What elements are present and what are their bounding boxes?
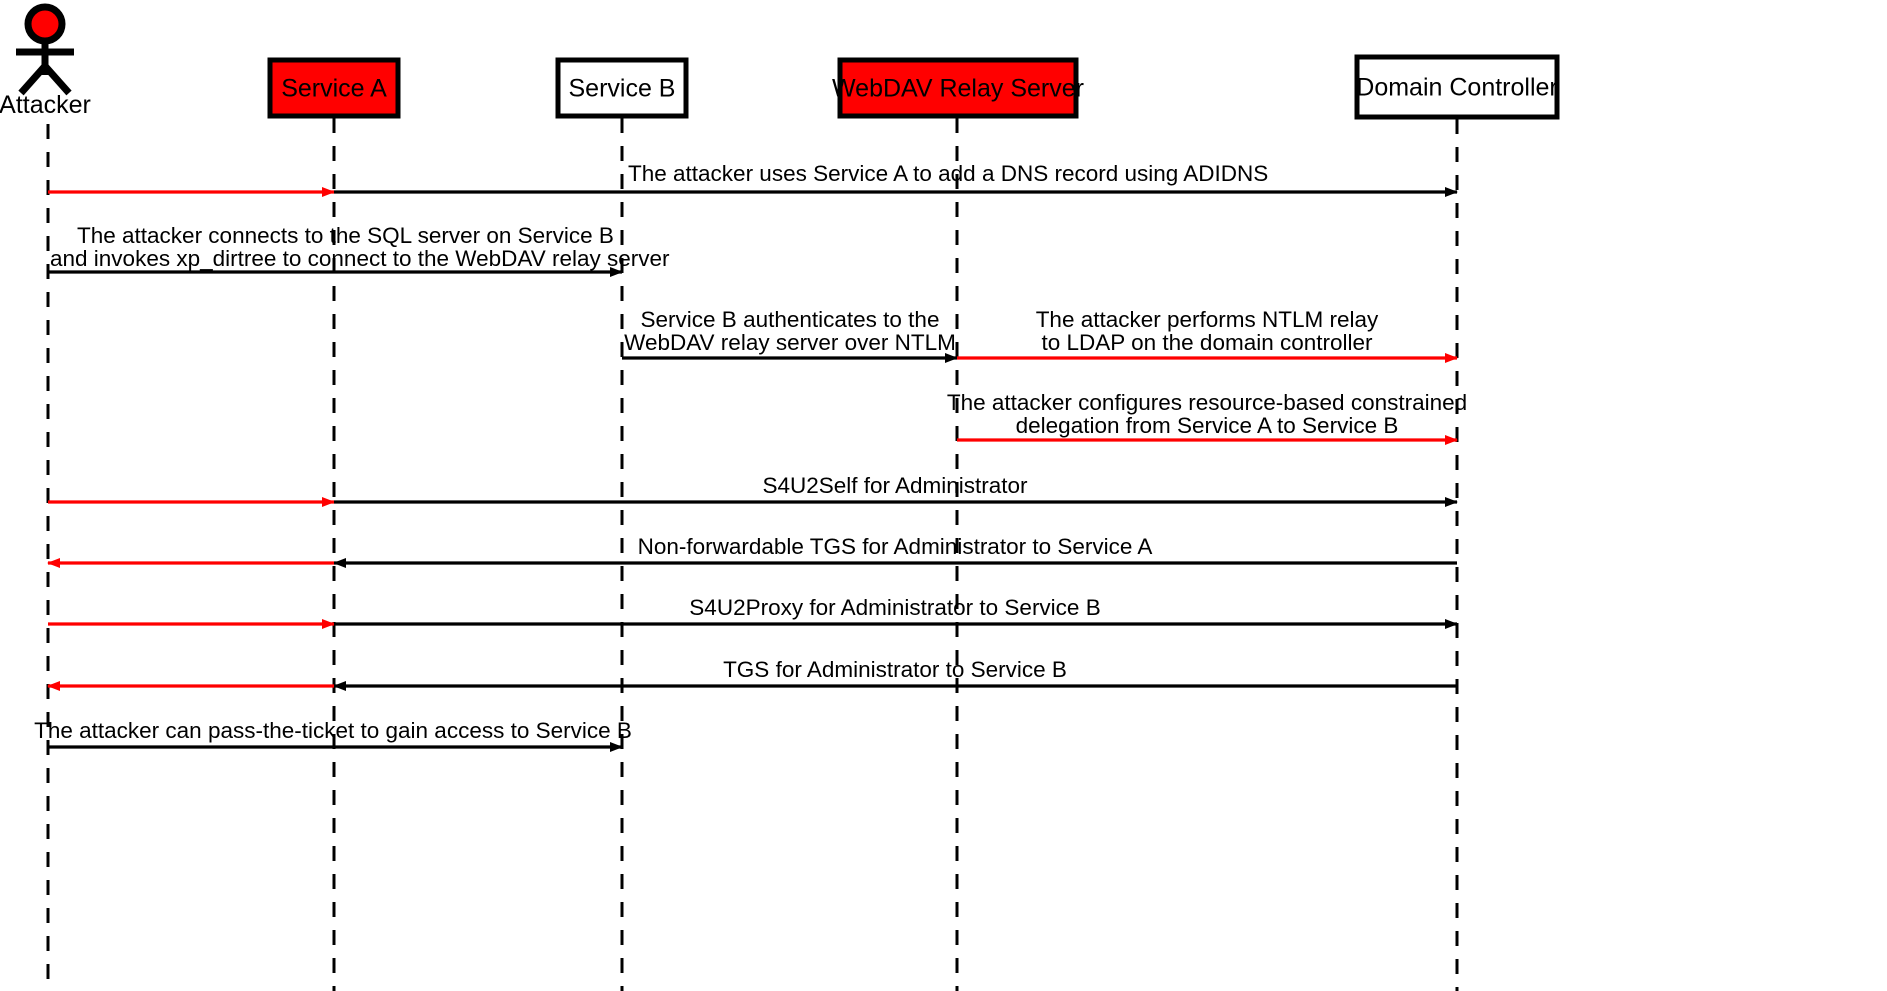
actor-head-icon: [24, 3, 66, 45]
participant-attacker[interactable]: Attacker: [0, 3, 91, 119]
message-9[interactable]: TGS for Administrator to Service B: [47, 657, 1457, 691]
actor-leg-left-icon: [18, 63, 48, 96]
participant-label-service-a: Service A: [281, 75, 387, 103]
message-4-label-line-1: The attacker performs NTLM relay: [1036, 307, 1379, 332]
message-2-label-line-1: The attacker connects to the SQL server …: [77, 223, 614, 248]
message-8[interactable]: S4U2Proxy for Administrator to Service B: [48, 595, 1458, 629]
participant-domain-controller[interactable]: Domain Controller: [1354, 54, 1560, 120]
participant-label-attacker: Attacker: [0, 91, 91, 119]
participant-label-webdav-relay-server: WebDAV Relay Server: [832, 75, 1084, 103]
message-2[interactable]: The attacker connects to the SQL server …: [48, 223, 670, 277]
participant-box-service-a[interactable]: [267, 57, 401, 119]
participant-label-domain-controller: Domain Controller: [1356, 74, 1557, 102]
message-10[interactable]: The attacker can pass-the-ticket to gain…: [34, 718, 632, 752]
participant-service-a[interactable]: Service A: [267, 57, 401, 119]
message-6-label: S4U2Self for Administrator: [762, 473, 1028, 498]
message-3[interactable]: Service B authenticates to the WebDAV re…: [622, 307, 958, 363]
message-1[interactable]: The attacker uses Service A to add a DNS…: [48, 161, 1458, 197]
message-4-label-line-2: to LDAP on the domain controller: [1041, 330, 1373, 355]
participant-label-service-b: Service B: [569, 75, 676, 103]
participant-service-b[interactable]: Service B: [555, 57, 689, 119]
participant-box-domain-controller[interactable]: [1354, 54, 1560, 120]
message-8-label: S4U2Proxy for Administrator to Service B: [689, 595, 1100, 620]
message-5-label-line-1: The attacker configures resource-based c…: [947, 390, 1467, 415]
actor-leg-right-icon: [42, 63, 72, 96]
message-7[interactable]: Non-forwardable TGS for Administrator to…: [47, 534, 1457, 568]
message-2-label-line-2: and invokes xp_dirtree to connect to the…: [50, 246, 670, 271]
participant-webdav-relay-server[interactable]: WebDAV Relay Server: [832, 57, 1084, 119]
message-1-label: The attacker uses Service A to add a DNS…: [628, 161, 1268, 186]
message-9-label: TGS for Administrator to Service B: [723, 657, 1067, 682]
message-3-label-line-2: WebDAV relay server over NTLM: [624, 330, 956, 355]
message-5[interactable]: The attacker configures resource-based c…: [947, 390, 1467, 445]
message-5-label-line-2: delegation from Service A to Service B: [1016, 413, 1399, 438]
message-6[interactable]: S4U2Self for Administrator: [48, 473, 1458, 507]
participant-box-service-b[interactable]: [555, 57, 689, 119]
message-7-label: Non-forwardable TGS for Administrator to…: [638, 534, 1153, 559]
message-3-label-line-1: Service B authenticates to the: [641, 307, 940, 332]
message-10-label: The attacker can pass-the-ticket to gain…: [34, 718, 632, 743]
message-4[interactable]: The attacker performs NTLM relay to LDAP…: [957, 307, 1458, 363]
participant-box-webdav-relay-server[interactable]: [837, 57, 1079, 119]
